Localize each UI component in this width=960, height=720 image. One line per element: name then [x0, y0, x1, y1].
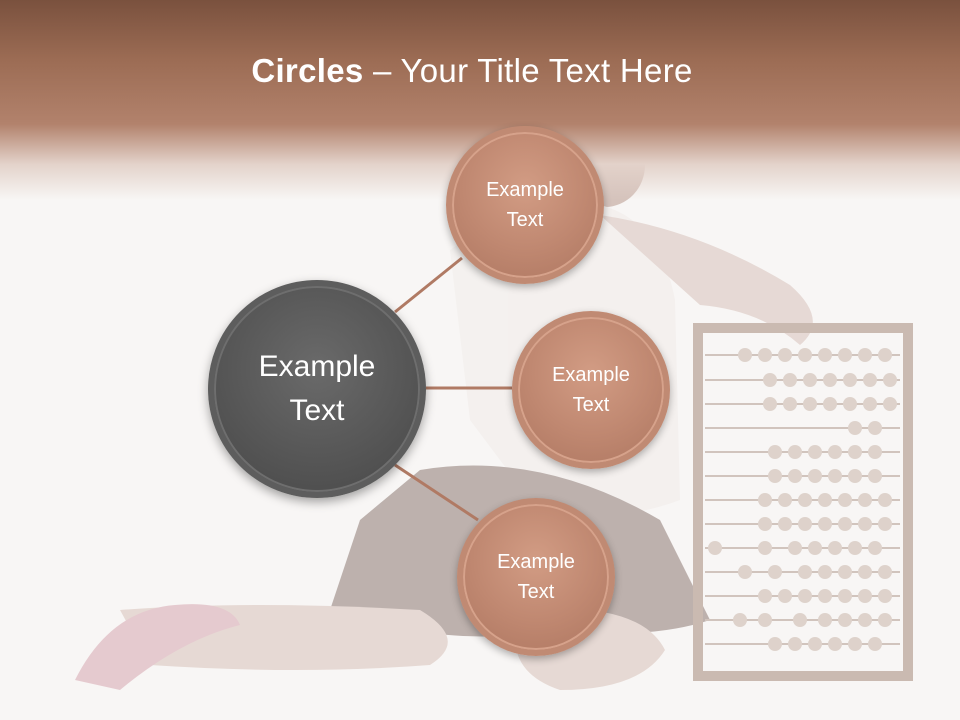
- node-circle-bottom[interactable]: Example Text: [457, 498, 615, 656]
- title-bold: Circles: [251, 52, 364, 89]
- node-middle-line2: Text: [572, 394, 610, 416]
- node-bottom-line2: Text: [517, 581, 555, 603]
- center-circle-label: Example Text: [259, 345, 376, 433]
- node-bottom-line1: Example: [497, 551, 575, 573]
- node-bottom-label: Example Text: [497, 547, 575, 607]
- title-rest: – Your Title Text Here: [363, 52, 693, 89]
- node-top-line1: Example: [486, 179, 564, 201]
- connector-bottom: [394, 463, 479, 522]
- node-middle-line1: Example: [552, 364, 630, 386]
- connector-top: [394, 256, 463, 314]
- node-circle-middle[interactable]: Example Text: [512, 311, 670, 469]
- center-label-line2: Text: [289, 394, 345, 427]
- node-circle-top[interactable]: Example Text: [446, 126, 604, 284]
- node-top-label: Example Text: [486, 175, 564, 235]
- slide-title[interactable]: Circles – Your Title Text Here: [0, 52, 944, 90]
- center-circle[interactable]: Example Text: [208, 280, 426, 498]
- node-middle-label: Example Text: [552, 360, 630, 420]
- center-label-line1: Example: [258, 350, 376, 383]
- node-top-line2: Text: [506, 209, 544, 231]
